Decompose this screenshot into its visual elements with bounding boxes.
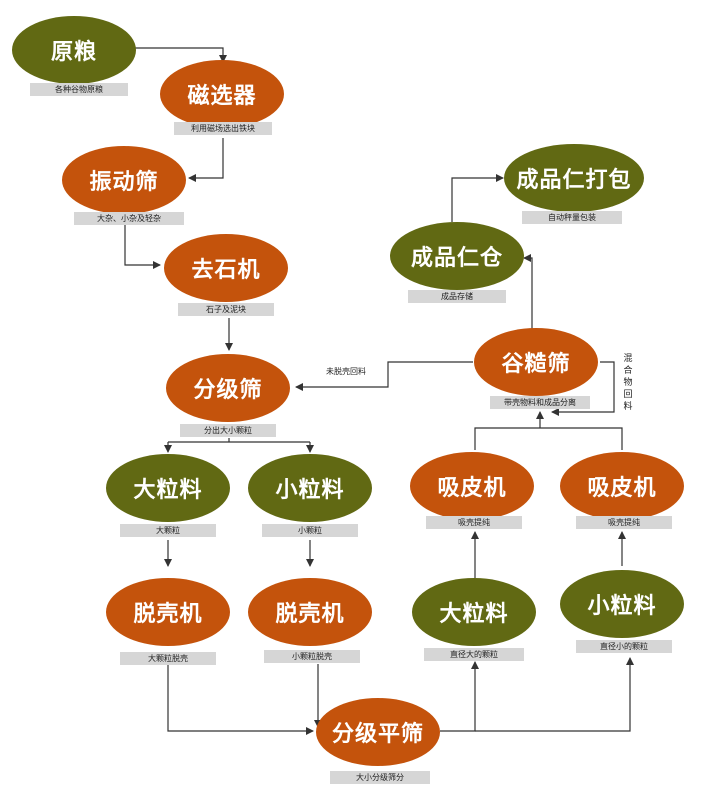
node-kernel-bin: 成品仁仓 [390, 222, 524, 290]
caption-large-grain-2: 直径大的颗粒 [424, 648, 524, 661]
caption-raw-grain: 各种谷物原粮 [30, 83, 128, 96]
arrow-paddy-to-bin [523, 254, 533, 330]
node-flat-grading-screen: 分级平筛 [316, 698, 440, 766]
label-mixed-return: 混合物回料 [623, 354, 633, 412]
caption-destoner: 石子及泥块 [178, 303, 274, 316]
arrow-raw-to-magnetic [130, 47, 227, 63]
caption-aspirator-left: 吸壳提纯 [426, 516, 522, 529]
arrow-vibrating-to-destoner [124, 222, 161, 269]
arrow-paddy-to-grading-return [295, 361, 473, 391]
node-small-grain: 小粒料 [248, 454, 372, 522]
node-paddy-separator: 谷糙筛 [474, 328, 598, 396]
node-vibrating-screen: 振动筛 [62, 146, 186, 214]
arrow-bin-to-packing [451, 174, 504, 222]
label-unhulled-return: 未脱壳回料 [326, 367, 366, 376]
caption-small-grain: 小颗粒 [262, 524, 358, 537]
node-grading-screen: 分级筛 [166, 354, 290, 422]
arrow-magnetic-to-vibrating [188, 138, 224, 182]
node-raw-grain: 原粮 [12, 16, 136, 84]
caption-paddy-separator: 带壳物料和成品分离 [490, 396, 590, 409]
caption-vibrating-screen: 大杂、小杂及轻杂 [74, 212, 184, 225]
caption-kernel-packing: 自动秤量包装 [522, 211, 622, 224]
caption-large-grain: 大颗粒 [120, 524, 216, 537]
caption-huller-large: 大颗粒脱壳 [120, 652, 216, 665]
caption-small-grain-2: 直径小的颗粒 [576, 640, 672, 653]
node-aspirator-right: 吸皮机 [560, 452, 684, 520]
caption-aspirator-right: 吸壳提纯 [576, 516, 672, 529]
node-magnetic-separator: 磁选器 [160, 60, 284, 128]
node-large-grain-2: 大粒料 [412, 578, 536, 646]
node-aspirator-left: 吸皮机 [410, 452, 534, 520]
arrow-aspirators-to-paddy [474, 412, 623, 450]
node-huller-small: 脱壳机 [248, 578, 372, 646]
caption-magnetic-separator: 利用磁场选出铁块 [174, 122, 272, 135]
caption-huller-small: 小颗粒脱壳 [264, 650, 360, 663]
arrow-flat-to-small-2 [475, 657, 634, 732]
node-small-grain-2: 小粒料 [560, 570, 684, 638]
arrow-flat-to-large-2 [440, 661, 479, 732]
arrow-mixed-return [551, 361, 615, 416]
node-large-grain: 大粒料 [106, 454, 230, 522]
arrow-grading-split [168, 438, 310, 443]
caption-kernel-bin: 成品存储 [408, 290, 506, 303]
caption-flat-grading-screen: 大小分级筛分 [330, 771, 430, 784]
arrow-huller-large-to-flat [167, 664, 314, 735]
node-kernel-packing: 成品仁打包 [504, 144, 644, 212]
node-huller-large: 脱壳机 [106, 578, 230, 646]
caption-grading-screen: 分出大小颗粒 [180, 424, 276, 437]
node-destoner: 去石机 [164, 234, 288, 302]
